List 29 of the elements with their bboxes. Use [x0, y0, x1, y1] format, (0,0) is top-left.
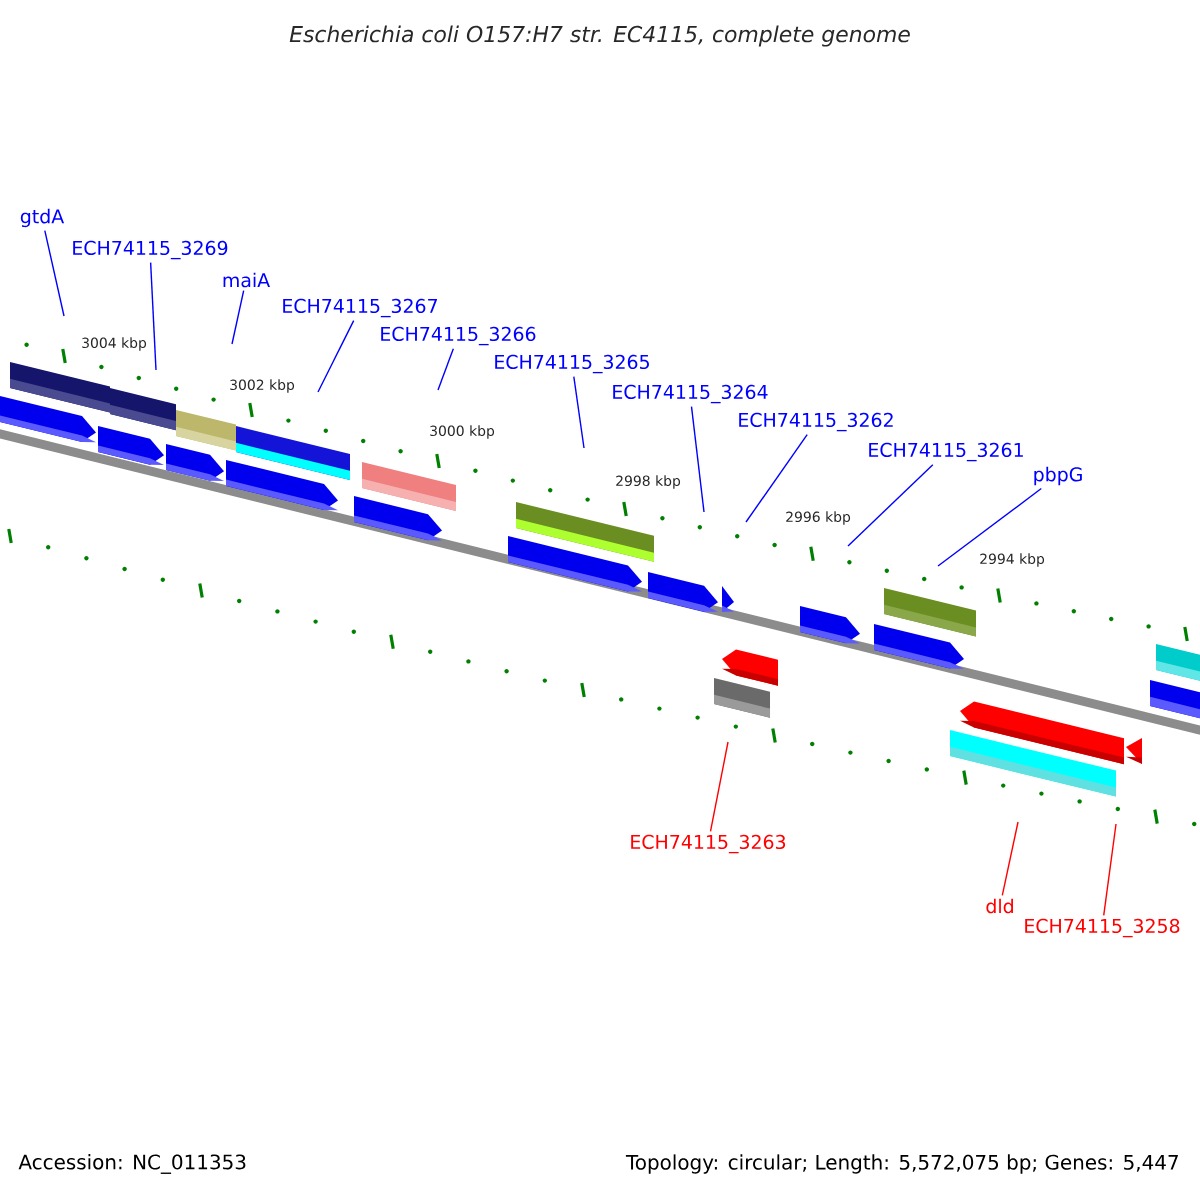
leader-line: [1103, 823, 1117, 917]
leader-line: [573, 375, 585, 449]
gene-label: dld: [986, 898, 1013, 914]
title: Escherichia coli O157:H7 str. EC4115, complete genome: [289, 25, 910, 47]
leader-line: [437, 347, 454, 391]
gene-label: ECH74115_3261: [869, 442, 1023, 462]
leader-line: [690, 405, 705, 513]
gene-label: ECH74115_3265: [495, 354, 649, 374]
leader-line: [1001, 821, 1019, 896]
gene-label: ECH74115_3266: [381, 326, 536, 346]
leader-line: [937, 487, 1042, 567]
gene-label: gtdA: [20, 208, 65, 228]
leader-line: [149, 261, 157, 371]
gene-label: ECH74115_3267: [283, 298, 437, 318]
gene-label: ECH74115_3262: [739, 412, 893, 432]
gene-label: ECH74115_3269: [73, 240, 228, 260]
leader-line: [709, 741, 729, 833]
leader-line: [317, 319, 355, 393]
leader-line: [231, 290, 245, 345]
leader-line: [44, 229, 65, 317]
leader-line: [745, 433, 808, 523]
leader-line: [847, 463, 934, 547]
info-text: Accession: NC_011353: [18, 1154, 246, 1174]
gene-label: ECH74115_3258: [1025, 918, 1180, 938]
gene-label: ECH74115_3263: [631, 834, 786, 854]
gene-label: ECH74115_3264: [613, 384, 768, 404]
info-text: Topology: circular; Length: 5,572,075 bp; Genes: 5,447: [625, 1154, 1178, 1174]
gene-label: maiA: [223, 272, 270, 288]
gene-label: pbpG: [1034, 466, 1082, 486]
